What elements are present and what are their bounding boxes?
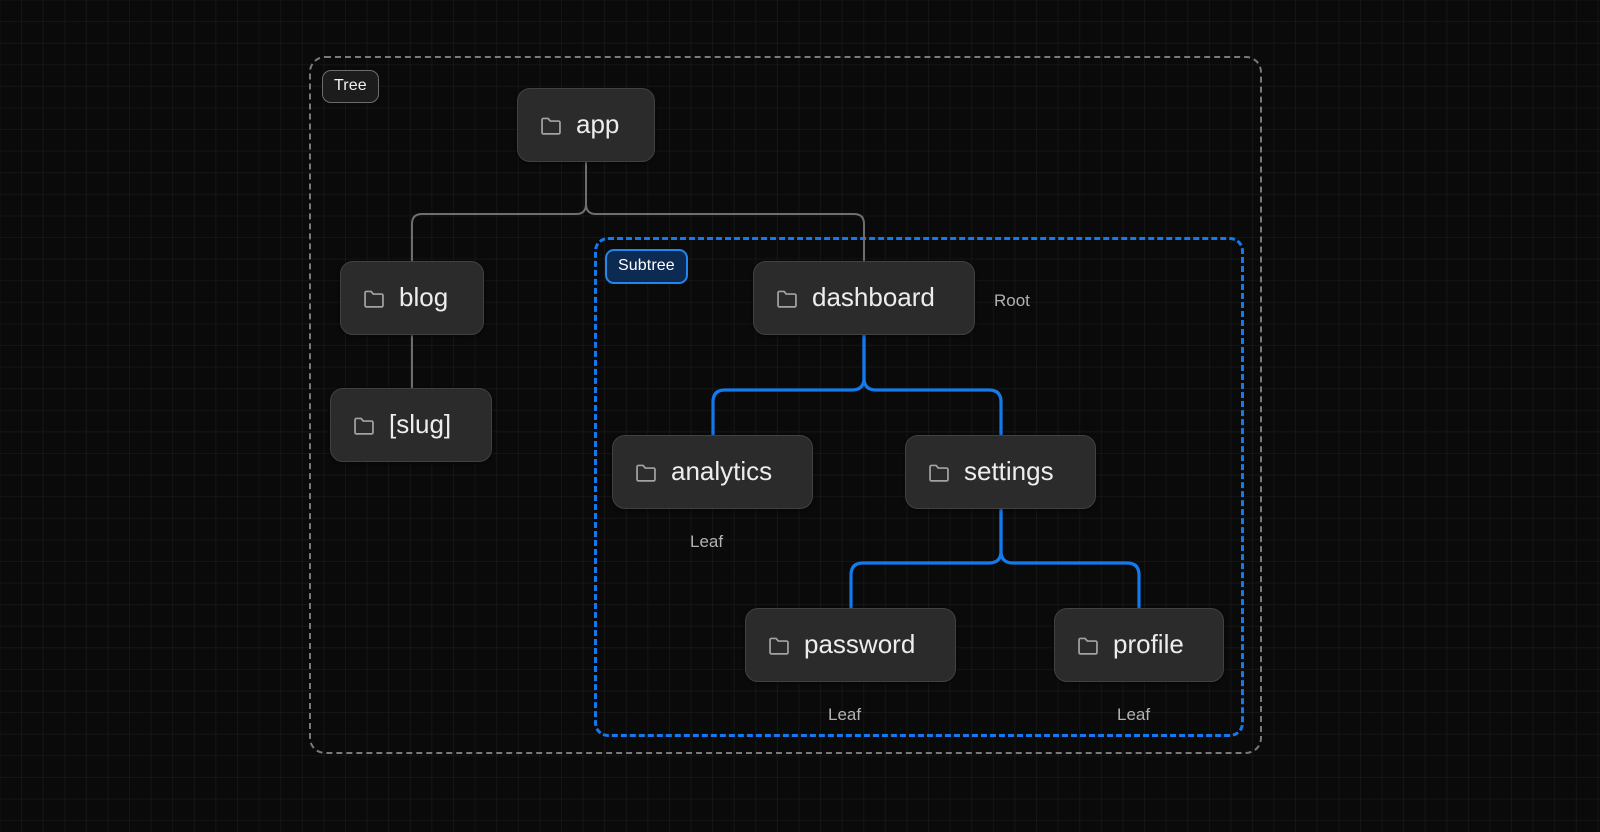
tree-node-analytics[interactable]: analytics: [612, 435, 813, 509]
folder-icon: [1077, 636, 1099, 655]
tree-node-settings[interactable]: settings: [905, 435, 1096, 509]
tree-node-password[interactable]: password: [745, 608, 956, 682]
tree-node-blog[interactable]: blog: [340, 261, 484, 335]
group-box-tree[interactable]: [309, 56, 1262, 754]
group-label-tree[interactable]: Tree: [322, 70, 379, 103]
group-label-subtree[interactable]: Subtree: [605, 249, 688, 284]
node-label: settings: [964, 456, 1054, 486]
role-caption-dashboard: Root: [994, 291, 1030, 310]
role-caption-profile: Leaf: [1117, 705, 1151, 724]
node-label: profile: [1113, 629, 1184, 659]
role-caption-analytics: Leaf: [690, 532, 724, 551]
folder-icon: [353, 416, 375, 435]
node-label: [slug]: [389, 409, 452, 439]
tree-node-app[interactable]: app: [517, 88, 655, 162]
tree-node-dashboard[interactable]: dashboard: [753, 261, 975, 335]
folder-icon: [928, 463, 950, 482]
node-label: dashboard: [812, 282, 935, 312]
node-label: password: [804, 629, 916, 659]
folder-icon: [776, 289, 798, 308]
folder-icon: [540, 116, 562, 135]
tree-node-profile[interactable]: profile: [1054, 608, 1224, 682]
folder-icon: [635, 463, 657, 482]
role-caption-password: Leaf: [828, 705, 862, 724]
folder-icon: [768, 636, 790, 655]
folder-icon: [363, 289, 385, 308]
group-box-subtree[interactable]: [594, 237, 1244, 737]
node-label: app: [576, 109, 620, 139]
tree-node-slug[interactable]: [slug]: [330, 388, 492, 462]
node-label: blog: [399, 282, 449, 312]
node-label: analytics: [671, 456, 773, 486]
